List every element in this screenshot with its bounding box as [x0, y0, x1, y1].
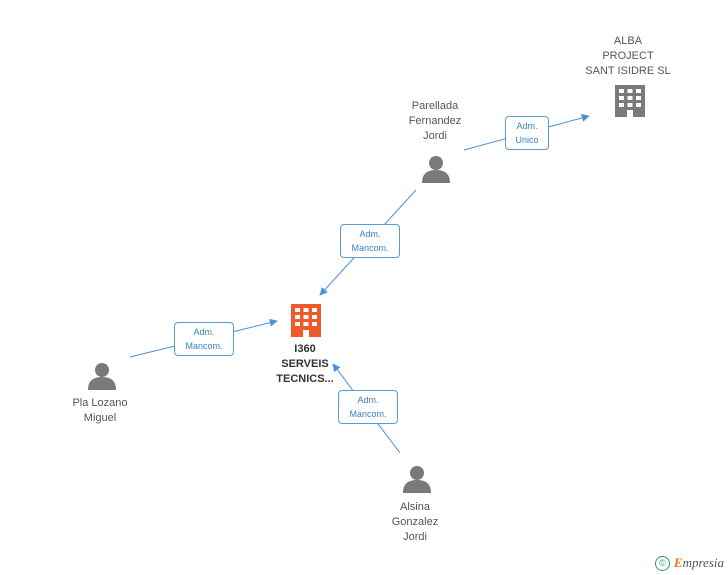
label-line: Miguel [83, 412, 117, 424]
label-line: Pla Lozano [72, 397, 128, 409]
node-label-alba[interactable]: ALBA PROJECT SANT ISIDRE SL [578, 34, 678, 79]
label-line: Fernandez [408, 115, 462, 127]
footer-brand[interactable]: © Empresia [654, 555, 724, 571]
building-icon[interactable] [615, 85, 645, 117]
label-line: PROJECT [602, 50, 654, 62]
edge-label-alsina-i360[interactable]: Adm. Mancom. [338, 390, 398, 424]
edge-label-parellada-alba[interactable]: Adm. Unico [505, 116, 549, 150]
label-line: Gonzalez [391, 516, 439, 528]
edge-label-line: Adm. [359, 229, 381, 239]
edge-label-parellada-i360[interactable]: Adm. Mancom. [340, 224, 400, 258]
edge-label-line: Adm. [357, 395, 379, 405]
label-line: TECNICS... [276, 373, 334, 385]
edge-label-line: Mancom. [185, 341, 223, 351]
node-label-parellada[interactable]: Parellada Fernandez Jordi [385, 99, 485, 144]
label-line: Jordi [403, 531, 427, 543]
label-line: SANT ISIDRE SL [585, 65, 671, 77]
edge-label-pla-i360[interactable]: Adm. Mancom. [174, 322, 234, 356]
brand-first-letter: E [673, 555, 683, 570]
person-icon-pla[interactable] [88, 363, 116, 390]
node-label-i360[interactable]: I360 SERVEIS TECNICS... [255, 342, 355, 387]
node-label-alsina[interactable]: Alsina Gonzalez Jordi [365, 500, 465, 545]
edge-label-line: Adm. [193, 327, 215, 337]
person-icon-parellada[interactable] [422, 156, 450, 183]
edge-label-line: Mancom. [349, 409, 387, 419]
brand-logo: Empresia [674, 555, 724, 571]
copyright-icon: © [654, 555, 670, 571]
label-line: I360 [294, 343, 316, 355]
edge-label-line: Unico [515, 135, 539, 145]
label-line: Parellada [411, 100, 459, 112]
person-icon-alsina[interactable] [403, 466, 431, 493]
building-icon-main[interactable] [291, 304, 321, 337]
label-line: Jordi [423, 130, 447, 142]
node-label-pla[interactable]: Pla Lozano Miguel [50, 396, 150, 426]
edge-label-line: Adm. [516, 121, 538, 131]
brand-rest: mpresia [682, 555, 724, 570]
label-line: SERVEIS [281, 358, 329, 370]
label-line: ALBA [613, 35, 643, 47]
label-line: Alsina [400, 501, 430, 513]
edge-label-line: Mancom. [351, 243, 389, 253]
